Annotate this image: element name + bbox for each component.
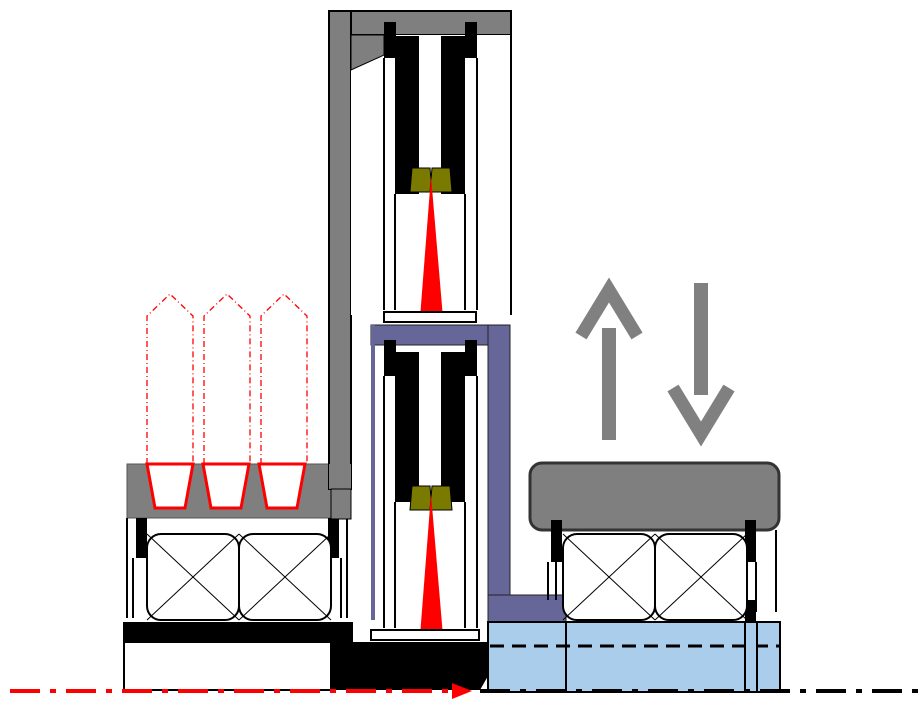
left-base-frame <box>123 641 332 691</box>
cross-icon <box>146 533 240 621</box>
center-base-block <box>331 642 488 690</box>
upper-pad-left <box>409 167 433 193</box>
axis-line <box>10 683 918 699</box>
center-column <box>328 10 567 690</box>
upper-pad-right <box>429 167 453 193</box>
cross-icon <box>562 533 656 621</box>
lower-module <box>370 340 480 641</box>
axis-arrowhead <box>452 683 472 699</box>
upper-module <box>383 22 478 323</box>
left-post-b <box>328 518 339 558</box>
lower-beam <box>420 494 443 636</box>
arrow-up-icon <box>575 277 643 440</box>
upper-foot <box>383 311 477 323</box>
column-lower-step <box>329 464 351 489</box>
blue-carrier <box>370 324 567 626</box>
ghost-roller-3 <box>260 293 308 464</box>
blue-shaft <box>487 621 781 693</box>
column-cap <box>328 10 512 36</box>
ghost-roller-1 <box>146 293 194 464</box>
right-assembly <box>487 277 781 693</box>
cross-icon <box>238 533 332 621</box>
left-funnel-1 <box>145 462 195 510</box>
left-funnel-2 <box>201 462 251 510</box>
shaft-key <box>744 621 758 693</box>
left-funnel-3 <box>257 462 307 510</box>
right-post-c <box>745 600 756 622</box>
right-pad-block <box>528 461 781 532</box>
lower-pad-left <box>409 485 433 511</box>
arrow-down-icon <box>667 283 735 447</box>
column-wall <box>328 10 352 490</box>
upper-beam <box>420 176 443 318</box>
column-base-block <box>330 488 352 520</box>
left-base-plate <box>123 622 353 642</box>
lower-pad-right <box>429 485 453 511</box>
ghost-roller-2 <box>203 293 251 464</box>
lower-foot <box>370 629 480 641</box>
right-post-a <box>551 520 562 562</box>
left-post-a <box>136 518 147 558</box>
right-post-b <box>745 520 756 562</box>
left-assembly <box>123 293 353 691</box>
cross-icon <box>654 533 748 621</box>
